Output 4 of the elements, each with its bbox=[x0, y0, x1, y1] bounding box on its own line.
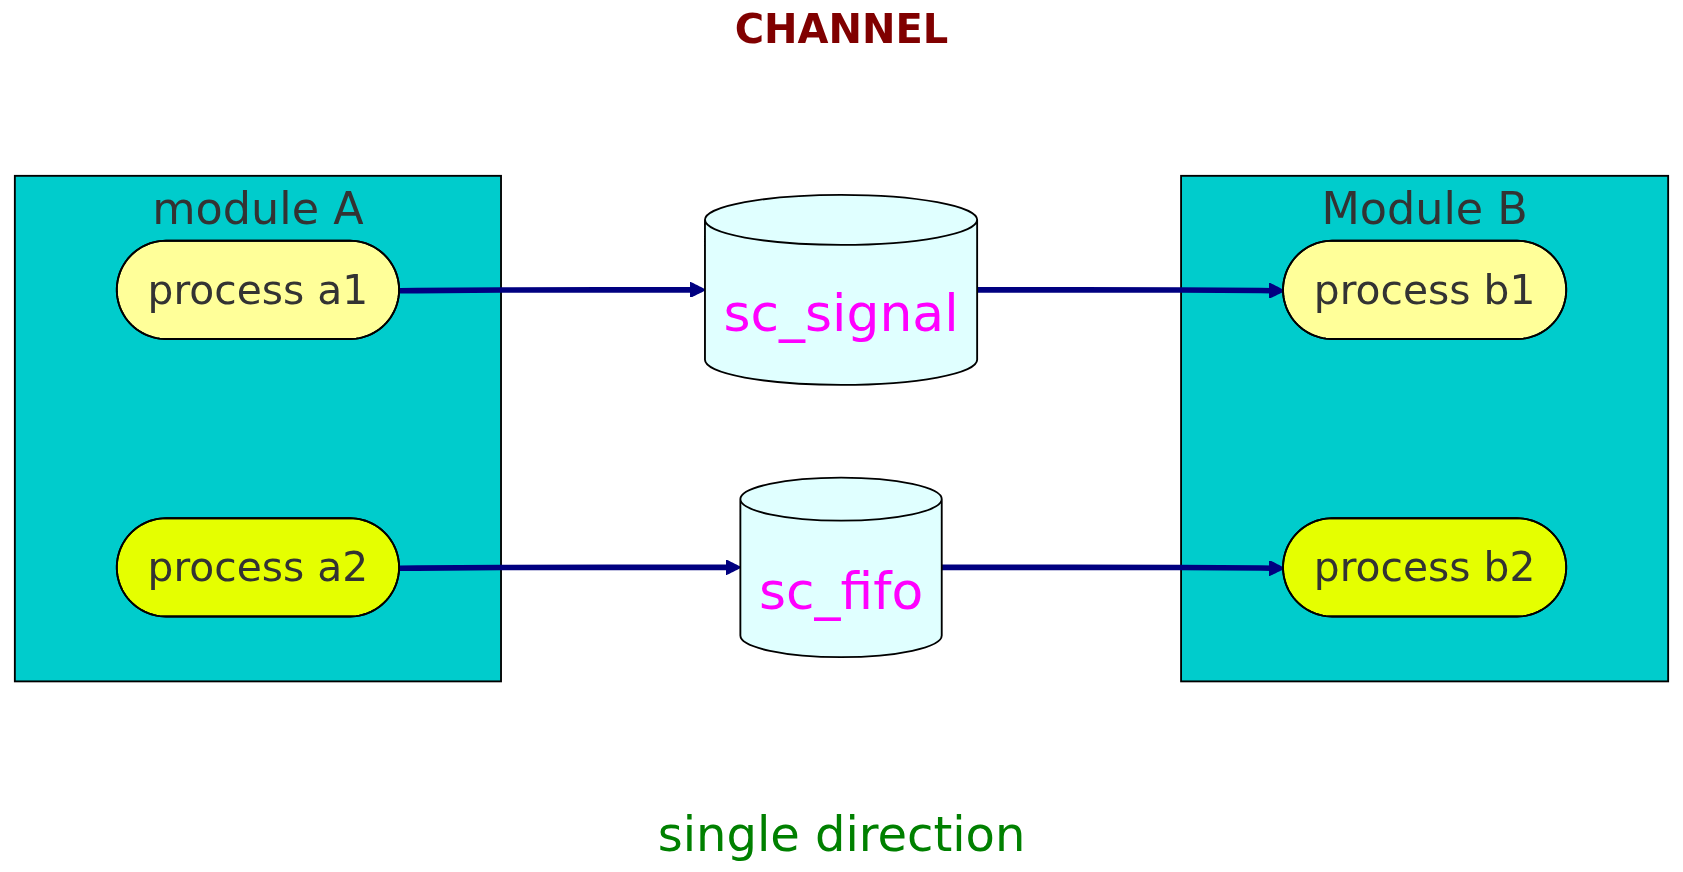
diagram-caption: single direction bbox=[657, 806, 1026, 862]
arrow bbox=[399, 282, 706, 299]
diagram-title: CHANNEL bbox=[734, 6, 949, 52]
arrow bbox=[399, 559, 742, 576]
